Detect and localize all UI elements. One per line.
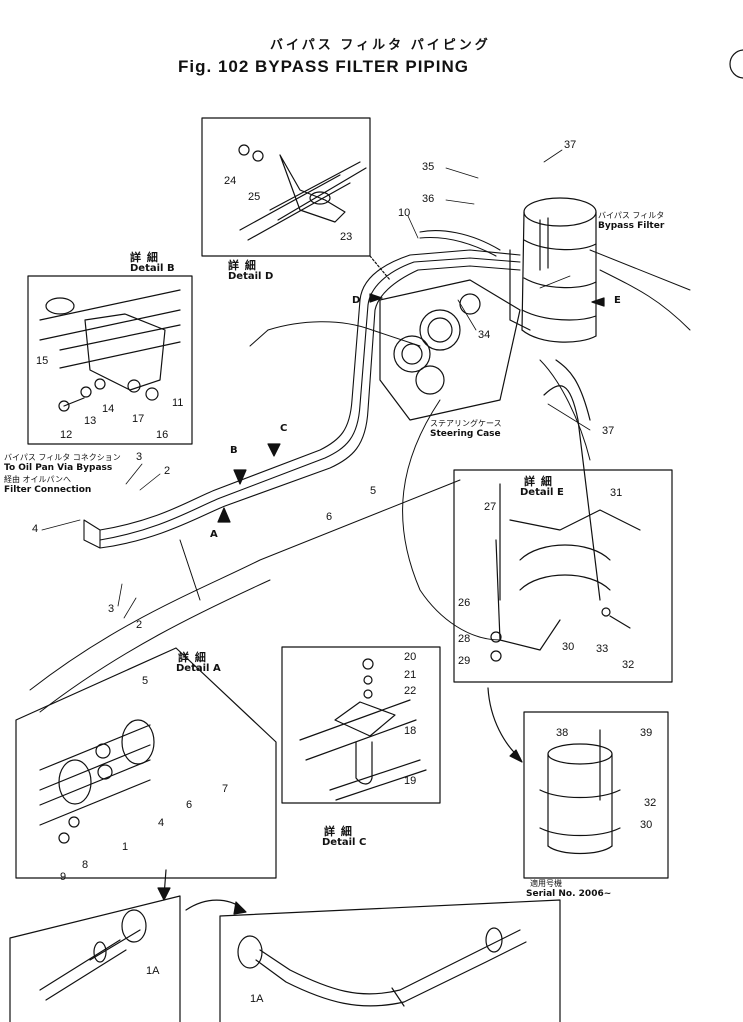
to-oil-pan-label-en-1: To Oil Pan Via Bypass	[4, 463, 113, 473]
serial-variant-box	[523, 711, 669, 879]
callout-13: 13	[84, 415, 97, 427]
serial-label-jp: 適用号機	[530, 879, 562, 888]
callout-27: 27	[484, 501, 497, 513]
callout-37b: 37	[602, 425, 615, 437]
callout-1a: 1A	[146, 965, 160, 977]
callout-3b: 3	[108, 603, 115, 615]
leader-lines	[41, 149, 591, 619]
detail-b-heading-jp: 詳 細	[130, 251, 159, 264]
callout-14: 14	[102, 403, 115, 415]
callout-38: 38	[556, 727, 569, 739]
callout-1: 1	[122, 841, 129, 853]
callout-17: 17	[132, 413, 145, 425]
callout-5: 5	[370, 485, 377, 497]
view-arrow-c-label: C	[280, 423, 288, 434]
bypass-filter-label-jp: バイパス フィルタ	[598, 211, 665, 220]
detail-c-box	[281, 646, 441, 804]
callout-4b: 4	[158, 817, 165, 829]
detail-b-box	[27, 275, 193, 445]
view-arrow-d-label: D	[352, 295, 361, 306]
callout-11: 11	[172, 397, 184, 409]
callout-1a-b: 1A	[250, 993, 264, 1005]
callout-5b: 5	[142, 675, 149, 687]
callout-23: 23	[340, 231, 353, 243]
detail-b-heading-en: Detail B	[130, 263, 175, 274]
steering-case	[379, 279, 521, 421]
callout-32: 32	[622, 659, 635, 671]
callout-2b: 2	[136, 619, 143, 631]
title-en: Fig. 102 BYPASS FILTER PIPING	[178, 57, 469, 76]
callout-16: 16	[156, 429, 169, 441]
detail-c-heading-en: Detail C	[322, 837, 367, 848]
callout-15: 15	[36, 355, 49, 367]
machine-body-outline	[29, 249, 691, 713]
steering-case-label-en: Steering Case	[430, 429, 501, 439]
callout-24: 24	[224, 175, 237, 187]
callout-7: 7	[222, 783, 229, 795]
bottom-right-panel	[219, 899, 561, 1022]
callout-3: 3	[136, 451, 143, 463]
detail-c-heading-jp: 詳 細	[324, 825, 353, 838]
callout-32b: 32	[644, 797, 657, 809]
callout-2: 2	[164, 465, 171, 477]
steering-case-label-jp: ステアリングケース	[430, 419, 502, 428]
callout-10: 10	[398, 207, 411, 219]
detail-e-box	[453, 469, 673, 683]
callout-18: 18	[404, 725, 417, 737]
bottom-left-panel	[9, 895, 181, 1022]
callout-4: 4	[32, 523, 39, 535]
callout-22: 22	[404, 685, 417, 697]
callout-35: 35	[422, 161, 435, 173]
callout-19: 19	[404, 775, 417, 787]
detail-d-heading-en: Detail D	[228, 271, 274, 282]
drain-hose	[543, 359, 601, 601]
view-arrow-a-label: A	[210, 529, 218, 540]
bypass-filter-canister	[509, 197, 597, 343]
detail-d-box	[201, 117, 391, 281]
callout-33: 33	[596, 643, 609, 655]
detail-a-box	[15, 647, 277, 879]
serial-label-en: Serial No. 2006~	[526, 889, 612, 899]
detail-e-heading-en: Detail E	[520, 487, 564, 498]
detail-a-heading-jp: 詳 細	[178, 651, 207, 664]
to-oil-pan-label-jp-1: バイパス フィルタ コネクション	[4, 453, 121, 462]
callout-20: 20	[404, 651, 417, 663]
callout-21: 21	[404, 669, 417, 681]
callout-31: 31	[610, 487, 623, 499]
callout-28: 28	[458, 633, 471, 645]
callout-30b: 30	[640, 819, 653, 831]
title-jp: バイパス フィルタ パイピング	[270, 37, 491, 52]
callout-8: 8	[82, 859, 89, 871]
callout-34: 34	[478, 329, 491, 341]
to-oil-pan-label-en-2: Filter Connection	[4, 485, 92, 495]
callout-9: 9	[60, 871, 67, 883]
callout-6: 6	[326, 511, 333, 523]
curved-arrows	[157, 687, 523, 915]
callout-25: 25	[248, 191, 261, 203]
detail-a-heading-en: Detail A	[176, 663, 221, 674]
detail-e-heading-jp: 詳 細	[524, 475, 553, 488]
callout-30: 30	[562, 641, 575, 653]
bypass-filter-label-en: Bypass Filter	[598, 221, 665, 231]
callout-6b: 6	[186, 799, 193, 811]
to-oil-pan-label-jp-2: 経由 オイルパンへ	[4, 475, 71, 484]
callout-26: 26	[458, 597, 471, 609]
pipes	[83, 230, 521, 549]
callout-39: 39	[640, 727, 653, 739]
view-arrow-e-label: E	[614, 295, 621, 306]
view-arrow-b-label: B	[230, 445, 238, 456]
callout-29: 29	[458, 655, 471, 667]
punch-hole	[729, 49, 743, 79]
detail-d-heading-jp: 詳 細	[228, 259, 257, 272]
callout-12: 12	[60, 429, 73, 441]
callout-36: 36	[422, 193, 435, 205]
callout-37: 37	[564, 139, 577, 151]
view-arrows	[217, 293, 605, 523]
